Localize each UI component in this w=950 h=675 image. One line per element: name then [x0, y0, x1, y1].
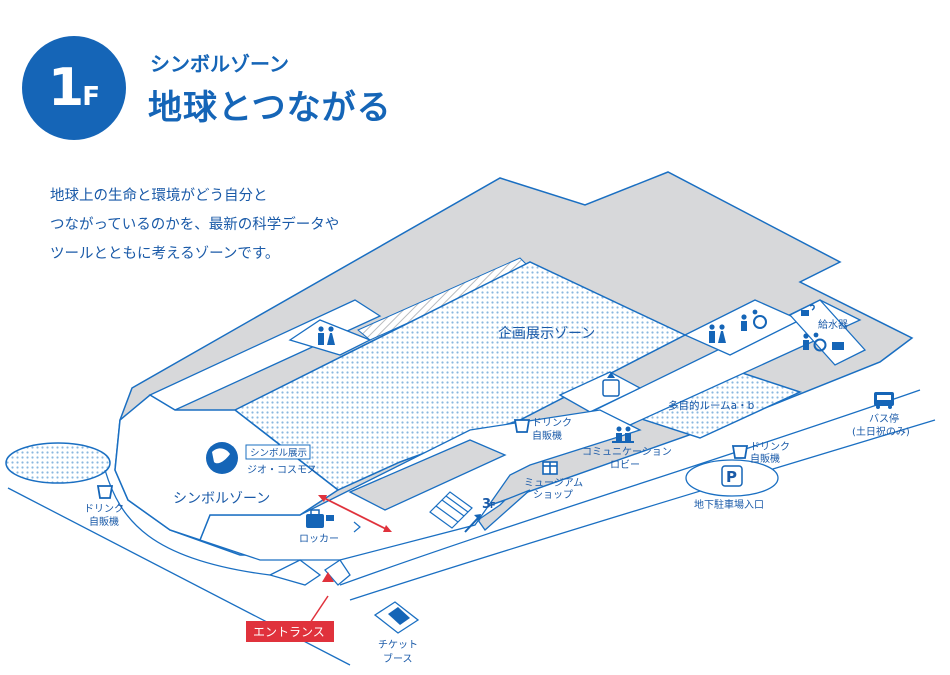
entrance-arrow-icon [322, 572, 334, 582]
escalator-unit: F [490, 501, 495, 510]
road-line [339, 389, 921, 586]
drink-vending-label-3b: 自販機 [89, 515, 119, 528]
drink-vending-label-2a: ドリンク [750, 441, 790, 453]
museum-shop-label-2: ショップ [533, 489, 573, 501]
people-icon [612, 426, 634, 443]
drink-vending-label-3a: ドリンク [84, 503, 124, 515]
drink-vending-label-2b: 自販機 [750, 452, 780, 465]
entrance-badge [246, 621, 334, 642]
water-fountain-label: 給水器 [818, 318, 848, 331]
escalator-floor: 3 [482, 497, 491, 512]
floor-unit: F [82, 82, 100, 112]
direction-arrow [321, 496, 389, 531]
restroom-icon [709, 324, 726, 343]
symbol-exhibit-tag: シンボル展示 [250, 448, 307, 459]
drink-vending-label-1b: 自販機 [532, 429, 562, 442]
bus-icon [874, 392, 894, 409]
special-exhibit-zone-label: 企画展示ゾーン [498, 325, 595, 342]
globe-icon-continent [212, 448, 230, 464]
restroom-icon [318, 326, 335, 345]
pond [5, 442, 111, 484]
locker-icon [306, 509, 334, 528]
symbol-exhibit-tag-box [245, 444, 311, 460]
zone-subtitle: シンボルゾーン [150, 52, 289, 76]
accessible-restroom-icon [741, 309, 767, 331]
gift-icon [542, 461, 558, 475]
direction-arrowhead [383, 525, 392, 532]
ticket-booth-inner [388, 607, 410, 625]
description-line: つながっているのかを、最新の科学データや [50, 217, 340, 233]
description-line: ツールとともに考えるゾーンです。 [50, 246, 280, 262]
drink-vending-icon [731, 445, 749, 459]
elevator-bay [558, 371, 642, 413]
direction-arrowhead [318, 495, 327, 502]
entrance-label: エントランス [253, 625, 325, 639]
description-line: 地球上の生命と環境がどう自分と [50, 188, 268, 204]
water-fountain-icon [801, 304, 815, 316]
ticket-booth-label-1: チケット [378, 639, 418, 651]
drink-vending-icon [513, 419, 531, 433]
geo-cosmos-label: ジオ・コスモス [247, 464, 317, 476]
locker-label: ロッカー [299, 533, 339, 545]
drink-vending-label-1a: ドリンク [532, 417, 572, 429]
escalator-up-arrowhead [474, 514, 481, 521]
ticket-booth-label-2: ブース [383, 652, 413, 665]
zone-description: 地球上の生命と環境がどう自分と つながっているのかを、最新の科学データや ツール… [50, 182, 339, 269]
road-line [349, 419, 936, 601]
restroom-bay-far [788, 299, 867, 366]
parking-entrance-label: 地下駐車場入口 [694, 498, 764, 511]
escalator-bay [477, 489, 531, 531]
zone-title: 地球とつながる [148, 88, 392, 128]
accessible-restroom-icon [803, 332, 844, 352]
multipurpose-room-label: 多目的ルームa・b [668, 399, 755, 412]
entrance-gap [268, 559, 322, 586]
chevron-right-icon [353, 521, 361, 533]
entrance-gap [324, 559, 351, 586]
communication-lobby-label-2: ロビー [610, 459, 640, 471]
shop-block [348, 439, 507, 511]
drink-vending-icon [96, 485, 114, 499]
elevator-icon [602, 379, 620, 397]
communication-lobby-label-1: コミュニケーション [582, 446, 672, 458]
floor-number: 1 [48, 58, 84, 118]
bus-stop-label-1: バス停 [869, 412, 899, 425]
parking-icon [721, 465, 743, 487]
parking-symbol: P [726, 468, 737, 486]
elevator-icon-arrow [607, 372, 615, 378]
escalator-up-arrow-icon [464, 517, 479, 533]
bus-stop-label-2: (土日祝のみ) [852, 425, 910, 438]
museum-shop-label-1: ミュージアム [524, 477, 583, 489]
escalator-icon [429, 491, 473, 529]
symbol-zone-label: シンボルゾーン [173, 491, 270, 507]
